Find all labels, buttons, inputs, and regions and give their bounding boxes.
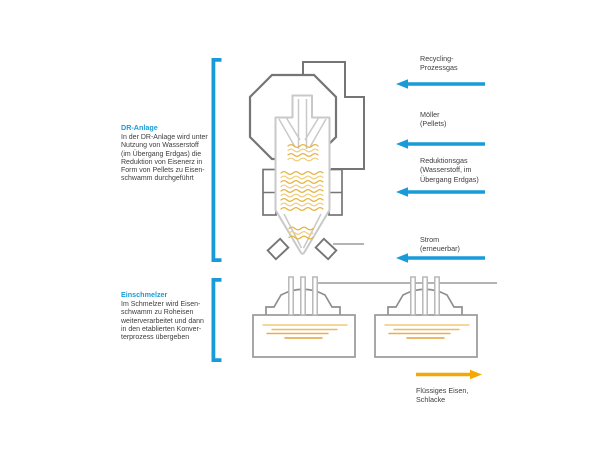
side-box-left: [262, 168, 277, 216]
arrow-strom-icon: [396, 253, 485, 263]
discharge-nozzle-left: [266, 237, 290, 261]
input-label-reduction-gas: Reduktionsgas (Wasserstoff, im Übergang …: [420, 156, 479, 184]
melter-section-bracket: [211, 278, 222, 362]
molten-iron-lines: [384, 324, 470, 339]
melter-section-title: Einschmelzer: [121, 290, 168, 299]
input-label-moeller-pellets: Möller (Pellets): [420, 110, 447, 129]
dr-material-waves: [280, 144, 324, 240]
input-label-recycling-gas: Recycling- Prozessgas: [420, 54, 458, 73]
side-box-right: [328, 168, 343, 216]
discharge-nozzle-right: [314, 237, 338, 261]
input-label-strom: Strom (erneuerbar): [420, 235, 460, 254]
electrodes: [288, 276, 318, 316]
molten-iron-lines: [262, 324, 348, 339]
melter-vessel-2: [374, 276, 478, 358]
output-label-liquid-iron: Flüssiges Eisen, Schlacke: [416, 386, 469, 405]
melter-vessel-1: [252, 276, 356, 358]
electrodes: [410, 276, 440, 316]
arrow-liquid-iron-icon: [416, 369, 482, 380]
arrow-reduction-gas-icon: [396, 187, 485, 197]
dr-section-title: DR-Anlage: [121, 123, 158, 132]
dr-section-bracket: [211, 58, 222, 262]
recycling-gas-duct: [302, 61, 365, 170]
dr-section-description: In der DR-Anlage wird unter Nutzung von …: [121, 134, 208, 183]
arrow-recycling-gas-icon: [396, 79, 485, 89]
melter-section-description: Im Schmelzer wird Eisen- schwamm zu Rohe…: [121, 301, 204, 342]
arrow-moeller-icon: [396, 139, 485, 149]
feed-distributor-legs: [278, 99, 327, 249]
